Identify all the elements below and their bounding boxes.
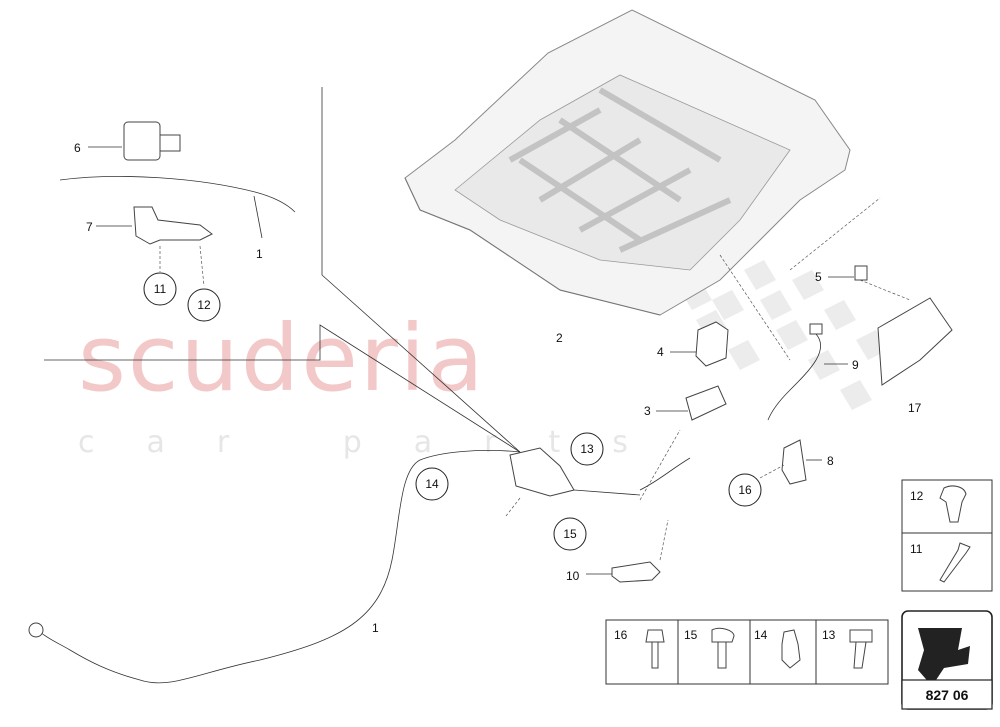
underbody-panel <box>404 9 851 316</box>
callout-3: 3 <box>644 404 651 418</box>
circled-15: 15 <box>563 527 577 541</box>
screw-icon <box>939 542 971 583</box>
cover-part <box>656 385 727 421</box>
circled-13: 13 <box>580 442 594 456</box>
legend-bottom-16: 16 <box>614 628 628 642</box>
legend-bottom-14: 14 <box>754 628 768 642</box>
small-parts <box>656 197 953 485</box>
callout-2: 2 <box>556 331 563 345</box>
fastener-legend-right: 12 11 <box>901 479 993 592</box>
callout-1-inset: 1 <box>256 247 263 261</box>
legend-right-11: 11 <box>910 542 923 556</box>
bolt-13-icon <box>849 629 873 669</box>
bracket-part <box>96 206 213 245</box>
legend-right-12: 12 <box>910 489 924 503</box>
inset-parts <box>59 121 296 287</box>
direction-arrow-icon <box>918 628 970 686</box>
page-code: 827 06 <box>926 687 969 703</box>
callout-10: 10 <box>566 569 580 583</box>
callout-5: 5 <box>815 270 822 284</box>
clip-14-icon <box>781 629 801 669</box>
circled-11: 11 <box>154 282 167 296</box>
legend-bottom-13: 13 <box>822 628 836 642</box>
fastener-legend-bottom: 16 15 14 13 <box>605 619 889 685</box>
callout-8: 8 <box>827 454 834 468</box>
page-code-box: 827 06 <box>901 610 993 710</box>
callout-1-main: 1 <box>372 621 379 635</box>
callout-6: 6 <box>74 141 81 155</box>
callout-9: 9 <box>852 358 859 372</box>
inset-divider <box>44 87 521 453</box>
screw-part <box>828 265 868 281</box>
bolt-16-icon <box>645 629 665 669</box>
release-cable-assembly <box>28 429 691 684</box>
callout-7: 7 <box>86 220 93 234</box>
circled-14: 14 <box>425 477 439 491</box>
callouts: 1 1 2 3 4 5 6 7 8 9 10 17 <box>74 141 922 635</box>
callout-17: 17 <box>908 401 922 415</box>
sensor-cable-part <box>767 323 848 421</box>
bolt-15-icon <box>711 627 735 669</box>
holder-part <box>781 439 822 485</box>
circled-12: 12 <box>197 298 211 312</box>
mounting-bracket-part <box>859 279 953 386</box>
circled-16: 16 <box>738 483 752 497</box>
lock-part <box>670 321 729 367</box>
circled-callouts: 11 12 13 14 15 16 <box>143 272 762 551</box>
callout-4: 4 <box>657 345 664 359</box>
watermark-main: scuderia <box>78 305 486 412</box>
legend-bottom-15: 15 <box>684 628 698 642</box>
clip-icon <box>939 485 967 523</box>
latch-switch-part <box>88 121 181 161</box>
